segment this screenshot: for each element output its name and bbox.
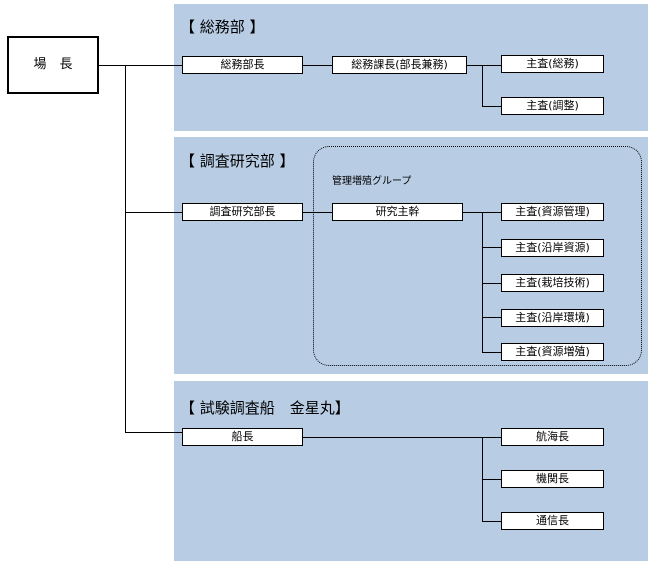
head-box-research: 調査研究部長 <box>182 203 303 221</box>
staff-box: 主査(調整) <box>501 97 604 115</box>
staff-box: 主査(沿岸環境) <box>501 309 604 327</box>
sub-box-general-affairs: 総務課長(部長兼務) <box>332 56 467 74</box>
staff-box: 航海長 <box>501 428 604 446</box>
staff-box: 主査(総務) <box>501 55 604 73</box>
staff-box: 主査(資源管理) <box>501 203 604 221</box>
staff-box: 主査(栽培技術) <box>501 274 604 292</box>
sub-box-research: 研究主幹 <box>332 203 463 221</box>
staff-box: 機関長 <box>501 470 604 488</box>
staff-box: 主査(資源増殖) <box>501 343 604 361</box>
head-box-research-vessel: 船長 <box>182 428 303 446</box>
head-box-general-affairs: 総務部長 <box>182 56 303 74</box>
dept-title-research-vessel: 【 試験調査船 金星丸】 <box>180 399 350 417</box>
dept-title-general-affairs: 【 総務部 】 <box>180 18 265 36</box>
staff-box: 主査(沿岸資源) <box>501 239 604 257</box>
dept-title-research: 【 調査研究部 】 <box>180 152 295 170</box>
director-box: 場 長 <box>7 36 99 94</box>
management-group-outline <box>313 146 642 366</box>
staff-box: 通信長 <box>501 512 604 530</box>
group-label: 管理増殖グループ <box>332 176 412 187</box>
